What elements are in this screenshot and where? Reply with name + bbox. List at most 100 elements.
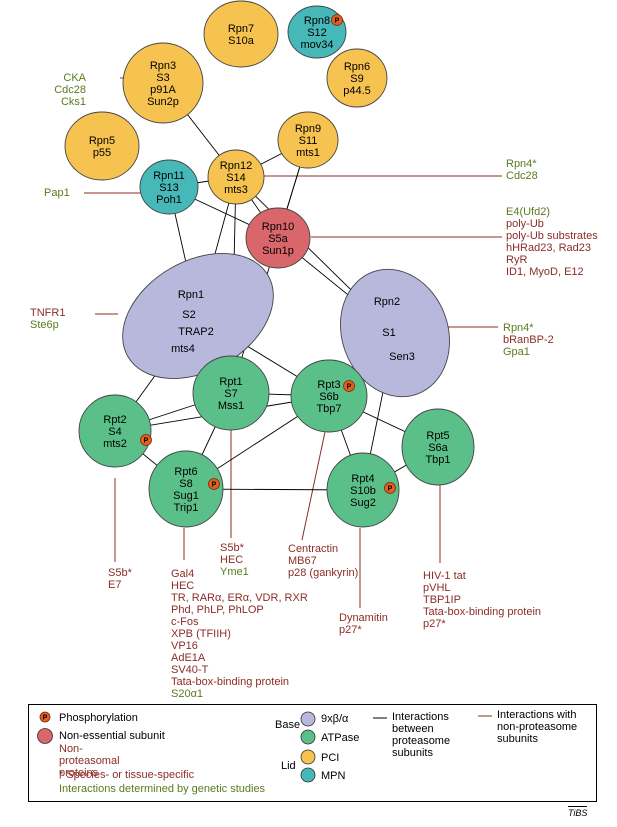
interactor-name: AdE1A — [171, 652, 206, 664]
svg-text:P: P — [212, 482, 217, 489]
mpn-legend-swatch — [300, 767, 316, 783]
red-line-legend-icon — [478, 715, 492, 717]
node-label: S6a — [428, 442, 448, 454]
node-label: Rpn12 — [220, 160, 252, 172]
node-label: S1 — [382, 327, 395, 339]
interactor-name: E7 — [108, 579, 122, 591]
interactor-name: Cdc28 — [506, 170, 538, 182]
interactor-name: S5b* — [220, 542, 244, 554]
phosphorylation-icon: P — [343, 380, 355, 392]
legend: P Phosphorylation Non-essential subunit … — [28, 704, 597, 802]
legend-genetic: Interactions determined by genetic studi… — [59, 783, 266, 795]
interactor-name: Cks1 — [60, 96, 86, 108]
node-label: p91A — [150, 84, 176, 96]
legend-non-essential: Non-essential subunit — [59, 730, 165, 742]
interactor-name: p27* — [423, 618, 446, 630]
interactor-name: HEC — [220, 554, 244, 566]
interactor-name: Pap1 — [44, 187, 70, 199]
interactor-name: RyR — [506, 254, 528, 266]
interactor-name: SV40-T — [171, 664, 209, 676]
node-label: Tbp1 — [425, 454, 450, 466]
interactor-name: S20α1 — [171, 688, 204, 700]
node-label: S12 — [307, 27, 327, 39]
interactor-name: c-Fos — [171, 616, 199, 628]
interactor-name: HEC — [171, 580, 195, 592]
interactors-rpn11: Pap1 — [44, 187, 70, 199]
rpn6-shape — [326, 48, 388, 108]
rpt3-shape — [290, 359, 368, 433]
node-label: S13 — [159, 182, 179, 194]
node-label: TRAP2 — [178, 326, 213, 338]
node-label: mts3 — [224, 184, 248, 196]
node-label: S9 — [350, 73, 363, 85]
interactor-name: TBP1IP — [423, 594, 461, 606]
rpn5-shape — [64, 111, 140, 181]
legend-mpn: MPN — [321, 770, 346, 782]
node-label: Rpt1 — [219, 376, 242, 388]
legend-with-non-proteasome: Interactions with non-proteasome subunit… — [497, 709, 578, 745]
interactor-name: CKA — [63, 72, 86, 84]
interactor-name: HIV-1 tat — [423, 570, 466, 582]
rpn9-shape — [277, 111, 339, 169]
node-label: Rpn3 — [150, 60, 176, 72]
node-label: S4 — [108, 426, 121, 438]
interactor-name: VP16 — [171, 640, 198, 652]
node-label: Sun1p — [262, 245, 294, 257]
node-label: S10b — [350, 485, 376, 497]
rpn10-shape — [245, 207, 311, 269]
rpt6-shape — [148, 450, 224, 528]
node-label: mts2 — [103, 438, 127, 450]
phosphorylation-icon: P — [208, 478, 220, 490]
svg-text:P: P — [347, 384, 352, 391]
interactor-name: Cdc28 — [54, 84, 86, 96]
node-label: mts1 — [296, 147, 320, 159]
interactor-name: E4(Ufd2) — [506, 206, 551, 218]
node-label: Rpn9 — [295, 123, 321, 135]
non-essential-legend-swatch — [37, 728, 53, 744]
node-label: S5a — [268, 233, 288, 245]
interactor-name: Gal4 — [171, 568, 195, 580]
subunit-nodes: Rpn7S10aRpn8S12mov34PRpn3S3p91ASun2pRpn6… — [64, 0, 475, 528]
rpt2-shape — [78, 394, 152, 468]
interactor-name: p28 (gankyrin) — [288, 567, 359, 579]
interactor-name: Rpn4* — [506, 158, 537, 170]
interactor-name: poly-Ub — [506, 218, 544, 230]
interactor-name: Ste6p — [30, 319, 59, 331]
node-label: S7 — [224, 388, 237, 400]
phospho-legend-icon: P — [39, 711, 51, 723]
svg-text:P: P — [43, 715, 48, 722]
legend-non-proteasomal: Non-proteasomal proteins — [59, 743, 120, 779]
node-label: Rpn10 — [262, 221, 294, 233]
node-label: mov34 — [300, 39, 333, 51]
node-label: S8 — [179, 478, 192, 490]
node-label: Rpn8 — [304, 15, 330, 27]
rpn7-shape — [203, 0, 279, 68]
node-label: S10a — [228, 35, 255, 47]
legend-lid-label: Lid — [281, 760, 296, 772]
legend-atpase: ATPase — [321, 732, 360, 744]
phosphorylation-icon: P — [140, 434, 152, 446]
node-label: Rpn2 — [374, 296, 400, 308]
node-label: Rpn6 — [344, 61, 370, 73]
node-label: Sen3 — [389, 351, 415, 363]
interactor-name: Rpn4* — [503, 322, 534, 334]
phosphorylation-icon: P — [384, 482, 396, 494]
node-label: Mss1 — [218, 400, 244, 412]
rpn11-shape — [139, 159, 199, 215]
